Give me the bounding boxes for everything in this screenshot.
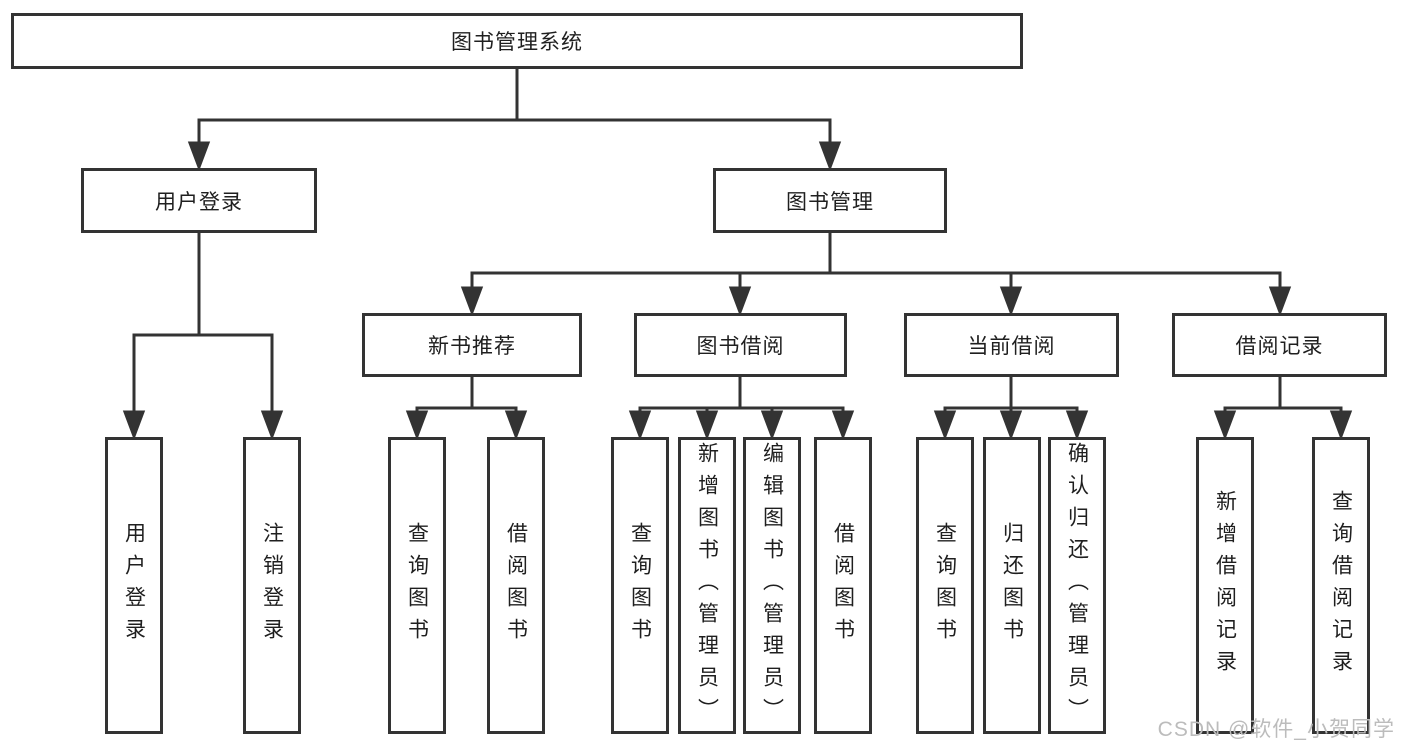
node-label: 用户登录: [155, 190, 243, 214]
node-label: 注销登录: [260, 521, 284, 650]
node-label: 新增借阅记录: [1213, 489, 1237, 682]
csdn-watermark: CSDN @软件_小贺同学: [1157, 718, 1395, 741]
node-label: 新增图书（管理员）: [695, 441, 719, 730]
node-new-book-recommendation: 新书推荐: [362, 313, 582, 377]
node-borrowing-records: 借阅记录: [1172, 313, 1387, 377]
node-label: 图书管理: [786, 190, 874, 214]
node-borrow-books: 借阅图书: [487, 437, 545, 734]
node-borrow-books: 借阅图书: [814, 437, 872, 734]
node-add-borrow-record: 新增借阅记录: [1196, 437, 1254, 734]
node-user-login-action: 用户登录: [105, 437, 163, 734]
node-book-management: 图书管理: [713, 168, 947, 233]
node-label: 确认归还（管理员）: [1065, 441, 1089, 730]
node-label: 图书借阅: [696, 335, 785, 358]
node-label: 借阅记录: [1235, 335, 1324, 358]
node-user-login: 用户登录: [81, 168, 317, 233]
node-query-books: 查询图书: [916, 437, 974, 734]
node-logout-action: 注销登录: [243, 437, 301, 734]
node-label: 查询图书: [933, 521, 957, 650]
node-edit-books-admin: 编辑图书（管理员）: [743, 437, 801, 734]
node-label: 编辑图书（管理员）: [760, 441, 784, 730]
node-label: 查询图书: [405, 521, 429, 650]
node-confirm-return-admin: 确认归还（管理员）: [1048, 437, 1106, 734]
node-label: 借阅图书: [831, 521, 855, 650]
node-add-books-admin: 新增图书（管理员）: [678, 437, 736, 734]
node-book-management-system: 图书管理系统: [11, 13, 1023, 69]
node-label: 新书推荐: [428, 335, 516, 358]
node-query-books: 查询图书: [388, 437, 446, 734]
node-label: 图书管理系统: [451, 31, 583, 54]
node-label: 借阅图书: [504, 521, 528, 650]
node-label: 用户登录: [122, 521, 146, 650]
node-label: 归还图书: [1000, 521, 1024, 650]
node-label: 查询借阅记录: [1329, 489, 1353, 682]
node-query-books: 查询图书: [611, 437, 669, 734]
node-label: 当前借阅: [967, 335, 1056, 358]
node-query-borrow-record: 查询借阅记录: [1312, 437, 1370, 734]
node-label: 查询图书: [628, 521, 652, 650]
node-book-borrowing: 图书借阅: [634, 313, 847, 377]
node-return-books: 归还图书: [983, 437, 1041, 734]
node-current-borrowing: 当前借阅: [904, 313, 1119, 377]
